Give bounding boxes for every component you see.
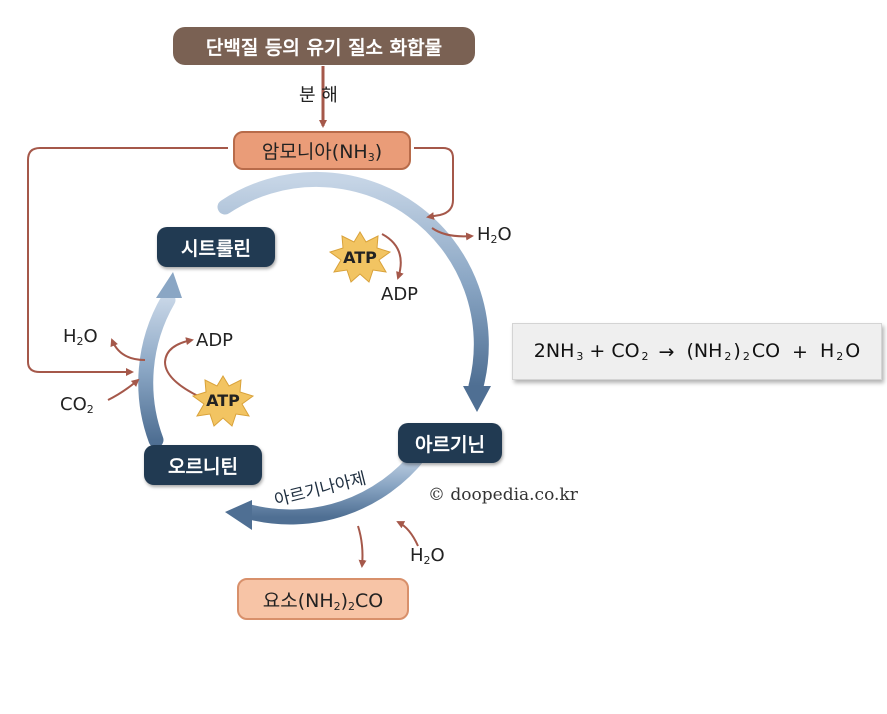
co2-in-arrow xyxy=(107,378,140,401)
h2o-in-arrow-bottom xyxy=(396,521,419,547)
ammonia-to-carbamoyl-path xyxy=(27,147,228,376)
ammonia-label: 암모니아(NH3) xyxy=(261,141,383,164)
urea-box: 요소(NH2)2CO xyxy=(237,578,409,620)
cycle-arrowhead-right xyxy=(463,386,491,412)
organic-nitrogen-compound-box: 단백질 등의 유기 질소 화합물 xyxy=(173,27,475,65)
atp-label-right: ATP xyxy=(343,248,377,267)
adp-label-right: ADP xyxy=(381,284,419,305)
atp-adp-arrow-left xyxy=(163,337,201,398)
equation-plus: + xyxy=(792,340,808,363)
cycle-arrowhead-bottom-left xyxy=(225,500,252,530)
atp-burst-right: ATP xyxy=(328,231,392,283)
ornithine-box: 오르니틴 xyxy=(144,445,262,485)
equation-arrow: → xyxy=(658,340,675,363)
ornithine-label: 오르니틴 xyxy=(168,455,238,478)
organic-nitrogen-compound-label: 단백질 등의 유기 질소 화합물 xyxy=(205,36,443,59)
h2o-out-arrow-top xyxy=(431,227,474,241)
co2-label: CO2 xyxy=(60,394,94,416)
arginine-label: 아르기닌 xyxy=(415,433,485,456)
atp-label-left: ATP xyxy=(206,391,240,410)
atp-adp-arrow-right xyxy=(381,233,404,280)
h2o-label-top-right: H2O xyxy=(477,224,512,246)
urea-release-arrow xyxy=(357,525,367,568)
arginine-box: 아르기닌 xyxy=(398,423,502,463)
h2o-out-arrow-left xyxy=(110,338,146,361)
citrulline-label: 시트룰린 xyxy=(181,237,251,260)
atp-burst-left: ATP xyxy=(191,375,255,427)
cycle-arrow-bottom xyxy=(242,446,428,525)
watermark: © doopedia.co.kr xyxy=(428,485,578,505)
cycle-arrowhead-up xyxy=(156,272,182,298)
decomposition-label: 분 해 xyxy=(299,85,338,106)
adp-label-left: ADP xyxy=(196,330,234,351)
ammonia-box: 암모니아(NH3) xyxy=(233,131,411,170)
cycle-arrow-left xyxy=(138,292,176,448)
cycle-arrow-top-right xyxy=(217,171,489,394)
h2o-label-bottom: H2O xyxy=(410,545,445,567)
urea-label: 요소(NH2)2CO xyxy=(262,589,384,613)
ammonia-to-arginine-path xyxy=(414,147,454,220)
h2o-label-left: H2O xyxy=(63,326,98,348)
citrulline-box: 시트룰린 xyxy=(157,227,275,267)
